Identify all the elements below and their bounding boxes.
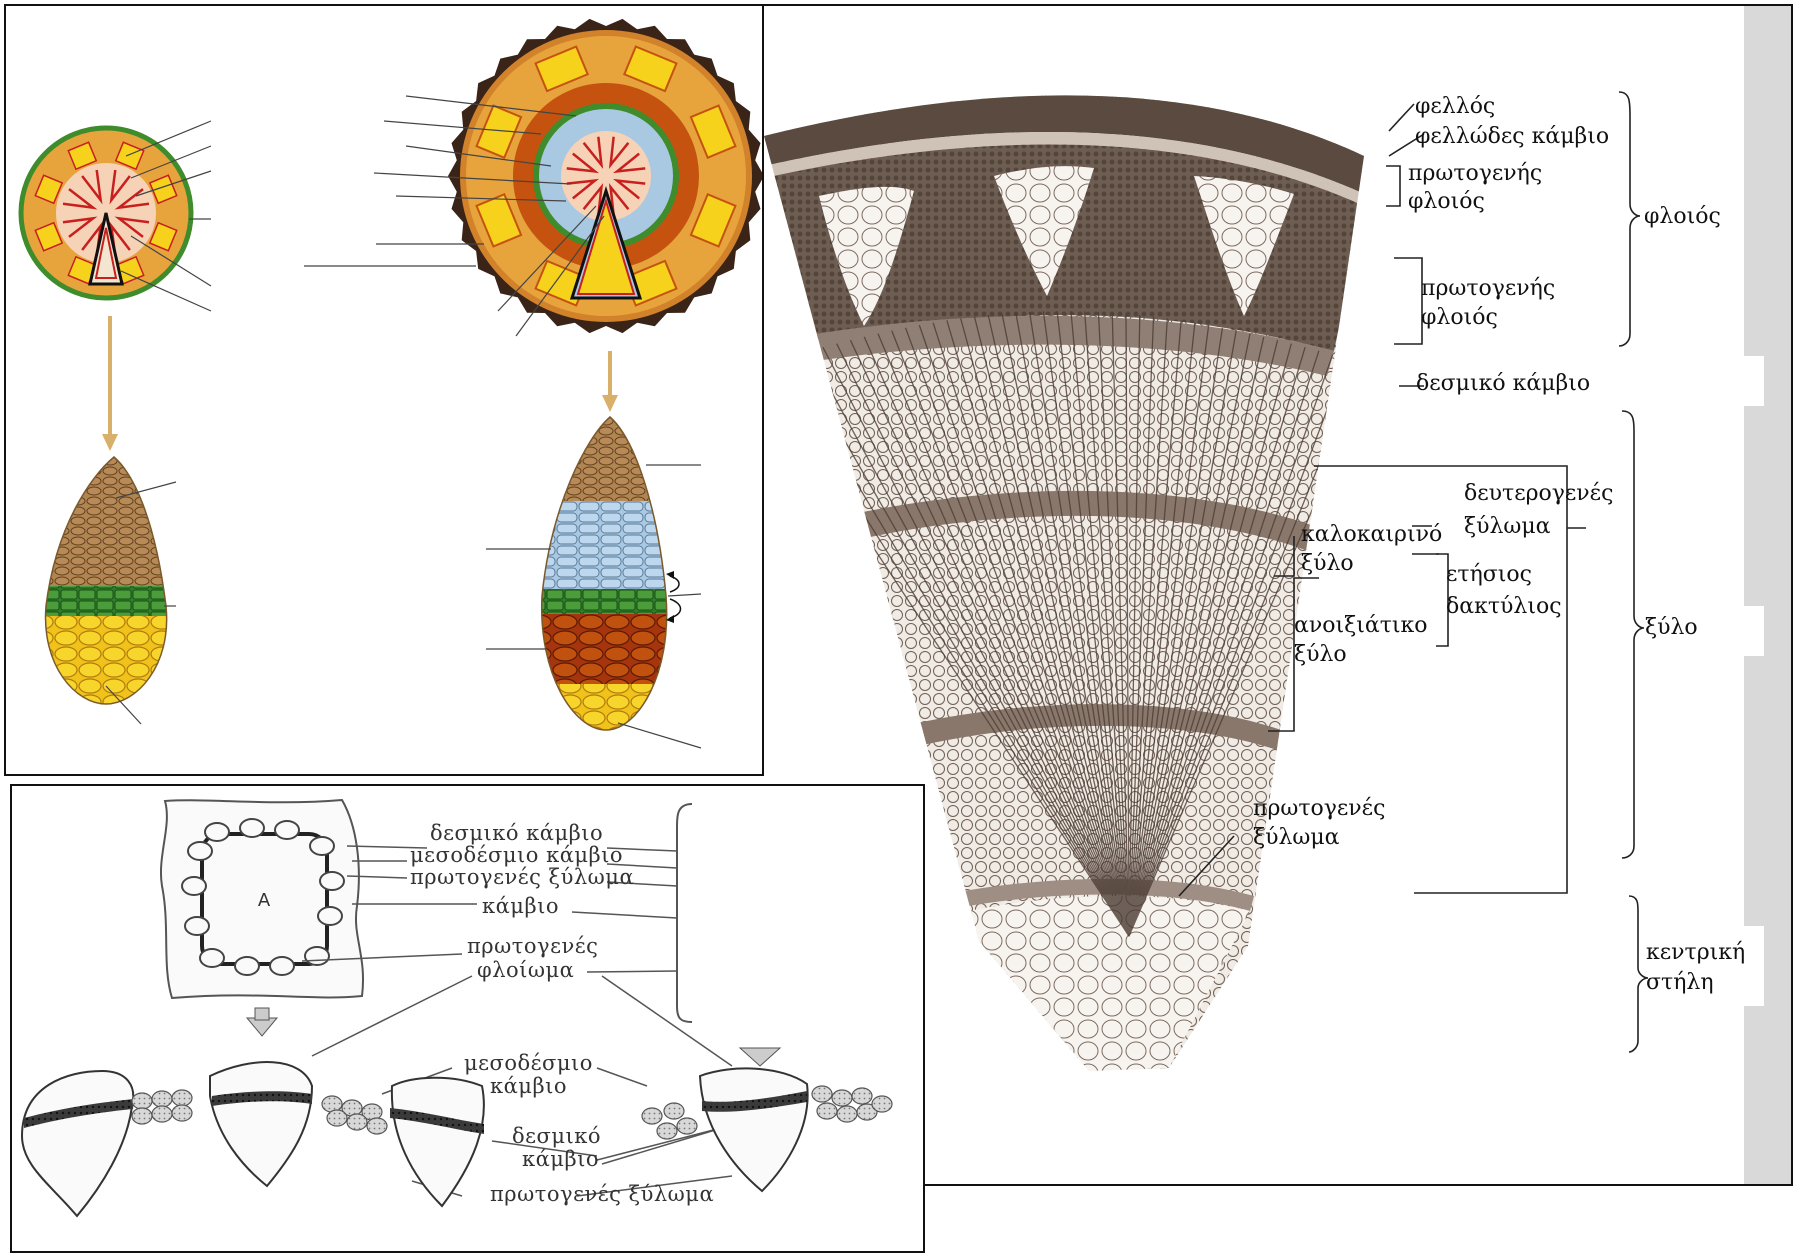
vascular-bundle <box>188 842 212 860</box>
label-fascicular-cambium: δεσμικό κάμβιο <box>1416 371 1590 397</box>
young-stem-cell-wedge <box>36 446 176 716</box>
mature-stem-cell-wedge <box>526 406 686 744</box>
interfascicular-cell <box>812 1086 832 1102</box>
scan-margin <box>1744 6 1793 1186</box>
vascular-bundle <box>320 872 344 890</box>
bw-label-fascicular-cambium-2b: κάμβιο <box>522 1147 599 1171</box>
label-phellogen: φελλώδες κάμβιο <box>1415 124 1609 150</box>
interfascicular-cell <box>657 1123 677 1139</box>
label-primary-cortex-2b: φλοιός <box>1421 305 1498 331</box>
vascular-bundle <box>310 837 334 855</box>
young-stem-outline: A <box>161 800 363 998</box>
vascular-bundle <box>200 949 224 967</box>
interfascicular-cell <box>664 1103 684 1119</box>
vascular-bundle <box>235 957 259 975</box>
young-stem-cross-section <box>21 128 191 298</box>
label-phellem: φελλός <box>1415 94 1495 120</box>
interfascicular-cell <box>347 1114 367 1130</box>
pith-letter: A <box>258 890 271 911</box>
interfascicular-cell <box>642 1108 662 1124</box>
label-spring-wood-b: ξύλο <box>1294 642 1347 668</box>
label-bark-group: φλοιός <box>1644 204 1721 230</box>
colour-stem-diagram-panel <box>4 4 764 776</box>
stem-growth-diagram <box>6 6 764 776</box>
label-primary-cortex-2: πρωτογενής <box>1421 276 1555 302</box>
down-arrow-right <box>740 1048 780 1066</box>
interfascicular-cell <box>852 1088 872 1104</box>
interfascicular-cell <box>367 1118 387 1134</box>
bw-label-cambium: κάμβιο <box>482 894 559 918</box>
interfascicular-cell <box>832 1090 852 1106</box>
vascular-bundle <box>305 947 329 965</box>
label-summer-wood-b: ξύλο <box>1301 551 1354 577</box>
interfascicular-cell <box>152 1106 172 1122</box>
bw-label-primary-xylem: πρωτογενές ξύλωμα <box>410 865 634 889</box>
growth-arrows <box>102 316 618 451</box>
label-wood-group: ξύλο <box>1645 615 1698 641</box>
vascular-bundle <box>270 957 294 975</box>
label-annual-ring: ετήσιος <box>1446 562 1532 588</box>
bw-label-fascicular-cambium: δεσμικό κάμβιο <box>430 821 603 845</box>
bw-label-interfascicular-cambium: μεσοδέσμιο κάμβιο <box>410 843 623 867</box>
label-pith-group: κεντρική <box>1646 940 1745 966</box>
vascular-bundle <box>275 821 299 839</box>
label-primary-cortex-1: πρωτογενής <box>1408 161 1542 187</box>
bw-label-primary-xylem-2: πρωτογενές ξύλωμα <box>490 1182 714 1206</box>
cambium-formation-panel: A <box>10 784 925 1253</box>
bw-label-interfascicular-cambium-2: μεσοδέσμιο <box>464 1051 593 1075</box>
vascular-bundle <box>182 877 206 895</box>
interfascicular-cell <box>172 1090 192 1106</box>
bw-label-interfascicular-cambium-2b: κάμβιο <box>490 1074 567 1098</box>
vascular-bundle <box>185 917 209 935</box>
down-arrow-left <box>247 1018 277 1036</box>
mature-stem-cross-section <box>448 19 764 333</box>
interfascicular-cell <box>132 1108 152 1124</box>
vascular-bundle <box>240 819 264 837</box>
vascular-bundle <box>205 823 229 841</box>
label-pith-group-b: στήλη <box>1646 970 1714 996</box>
interfascicular-cell <box>817 1103 837 1119</box>
label-primary-cortex-1b: φλοιός <box>1408 189 1485 215</box>
interfascicular-cell <box>872 1096 892 1112</box>
label-primary-xylem: πρωτογενές <box>1253 796 1385 822</box>
label-spring-wood: ανοιξιάτικο <box>1294 613 1428 639</box>
label-secondary-xylem-b: ξύλωμα <box>1464 514 1551 540</box>
interfascicular-cell <box>172 1105 192 1121</box>
interfascicular-cell <box>327 1110 347 1126</box>
vascular-bundle <box>318 907 342 925</box>
interfascicular-cell <box>837 1106 857 1122</box>
interfascicular-cell <box>677 1118 697 1134</box>
bw-label-primary-phloem-b: φλοίωμα <box>477 958 574 982</box>
interfascicular-cell <box>152 1091 172 1107</box>
bw-label-fascicular-cambium-2: δεσμικό <box>512 1124 601 1148</box>
bw-label-primary-phloem: πρωτογενές <box>467 934 598 958</box>
label-primary-xylem-b: ξύλωμα <box>1253 825 1340 851</box>
partial-stem-outline <box>677 804 692 1022</box>
label-secondary-xylem: δευτερογενές <box>1464 481 1613 507</box>
label-annual-ring-b: δακτύλιος <box>1446 594 1562 620</box>
label-summer-wood: καλοκαιρινό <box>1301 522 1442 548</box>
interfascicular-cell <box>132 1093 152 1109</box>
